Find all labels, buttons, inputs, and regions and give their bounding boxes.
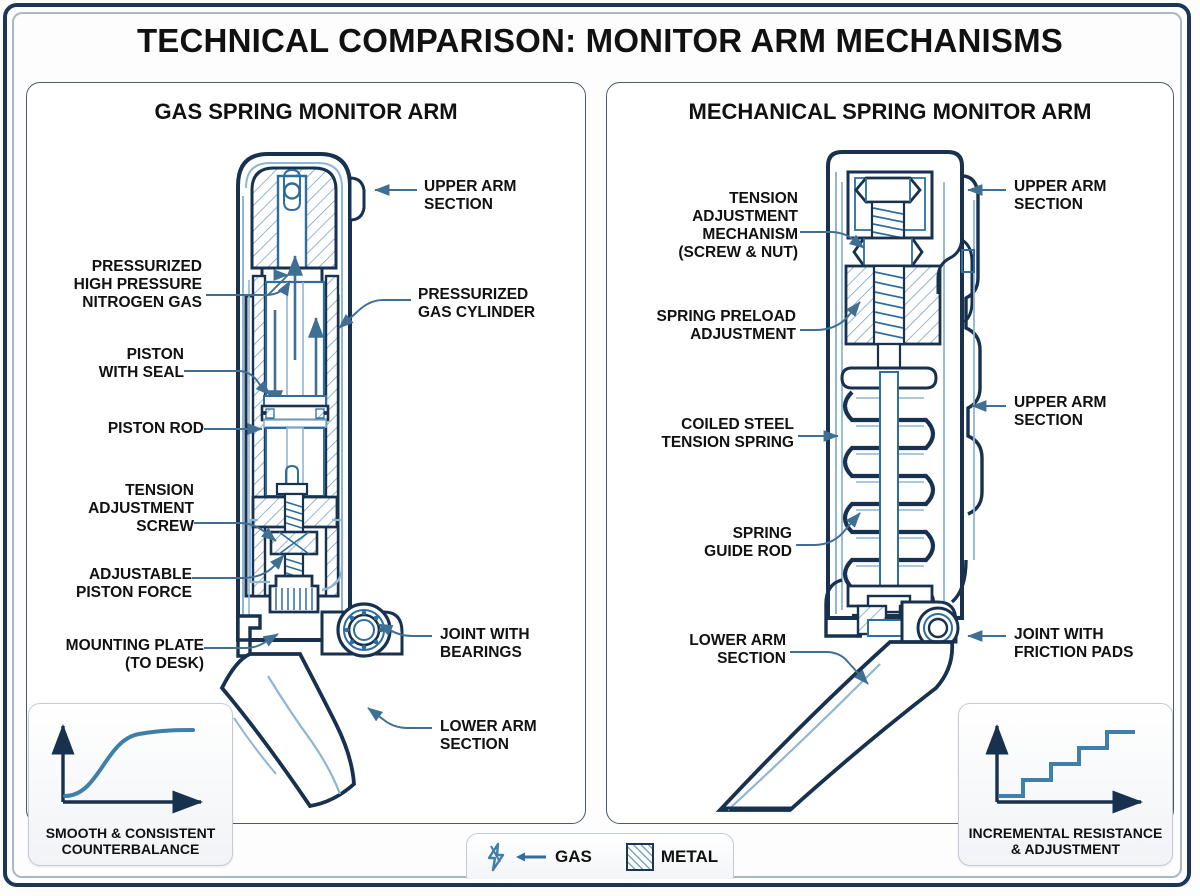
label-pressurized-nitrogen-gas: PRESSURIZED HIGH PRESSURE NITROGEN GAS [73, 258, 202, 311]
label-mounting-plate: MOUNTING PLATE (TO DESK) [65, 637, 204, 672]
legend-label-gas: GAS [555, 846, 592, 866]
label-spring-preload-adjustment: SPRING PRELOAD ADJUSTMENT [656, 308, 796, 343]
inset-caption-incremental: INCREMENTAL RESISTANCE & ADJUSTMENT [968, 824, 1163, 857]
lightning-bolt-icon [487, 842, 505, 871]
label-coiled-steel-tension-spring: COILED STEEL TENSION SPRING [661, 416, 794, 451]
panel-title-mechanical-spring: MECHANICAL SPRING MONITOR ARM [688, 99, 1092, 124]
label-spring-guide-rod: SPRING GUIDE ROD [704, 525, 792, 560]
label-adjustable-piston-force: ADJUSTABLE PISTON FORCE [76, 566, 192, 601]
chart-smooth-counterbalance [51, 723, 204, 814]
legend-item-gas: GAS [485, 842, 592, 872]
left-arrow-icon [516, 852, 546, 861]
inset-smooth-counterbalance: SMOOTH & CONSISTENT COUNTERBALANCE [28, 703, 233, 866]
hatch-swatch-icon [625, 842, 654, 871]
label-joint-with-bearings: JOINT WITH BEARINGS [440, 626, 530, 661]
panel-title-gas-spring: GAS SPRING MONITOR ARM [154, 99, 458, 124]
label-pressurized-gas-cylinder: PRESSURIZED GAS CYLINDER [418, 286, 536, 321]
legend-item-metal: METAL [625, 842, 719, 871]
label-piston-with-seal: PISTON WITH SEAL [98, 346, 184, 381]
label-upper-arm-section-mid: UPPER ARM SECTION [1014, 394, 1107, 429]
label-lower-arm-section-right: LOWER ARM SECTION [689, 632, 786, 667]
page-title: TECHNICAL COMPARISON: MONITOR ARM MECHAN… [136, 22, 1064, 59]
label-piston-rod: PISTON ROD [107, 420, 204, 437]
label-upper-arm-section: UPPER ARM SECTION [424, 178, 517, 213]
inset-caption-smooth: SMOOTH & CONSISTENT COUNTERBALANCE [45, 824, 216, 857]
label-joint-with-friction-pads: JOINT WITH FRICTION PADS [1014, 626, 1134, 661]
legend-label-metal: METAL [660, 846, 719, 866]
label-upper-arm-section-top: UPPER ARM SECTION [1014, 178, 1107, 213]
chart-incremental-resistance [985, 723, 1144, 814]
label-lower-arm-section-left: LOWER ARM SECTION [440, 718, 537, 753]
label-tension-adjustment-mechanism: TENSION ADJUSTMENT MECHANISM (SCREW & NU… [678, 190, 798, 261]
legend: GAS METAL [466, 833, 734, 879]
inset-incremental-resistance: INCREMENTAL RESISTANCE & ADJUSTMENT [958, 703, 1173, 866]
label-tension-adjustment-screw: TENSION ADJUSTMENT SCREW [88, 482, 194, 535]
